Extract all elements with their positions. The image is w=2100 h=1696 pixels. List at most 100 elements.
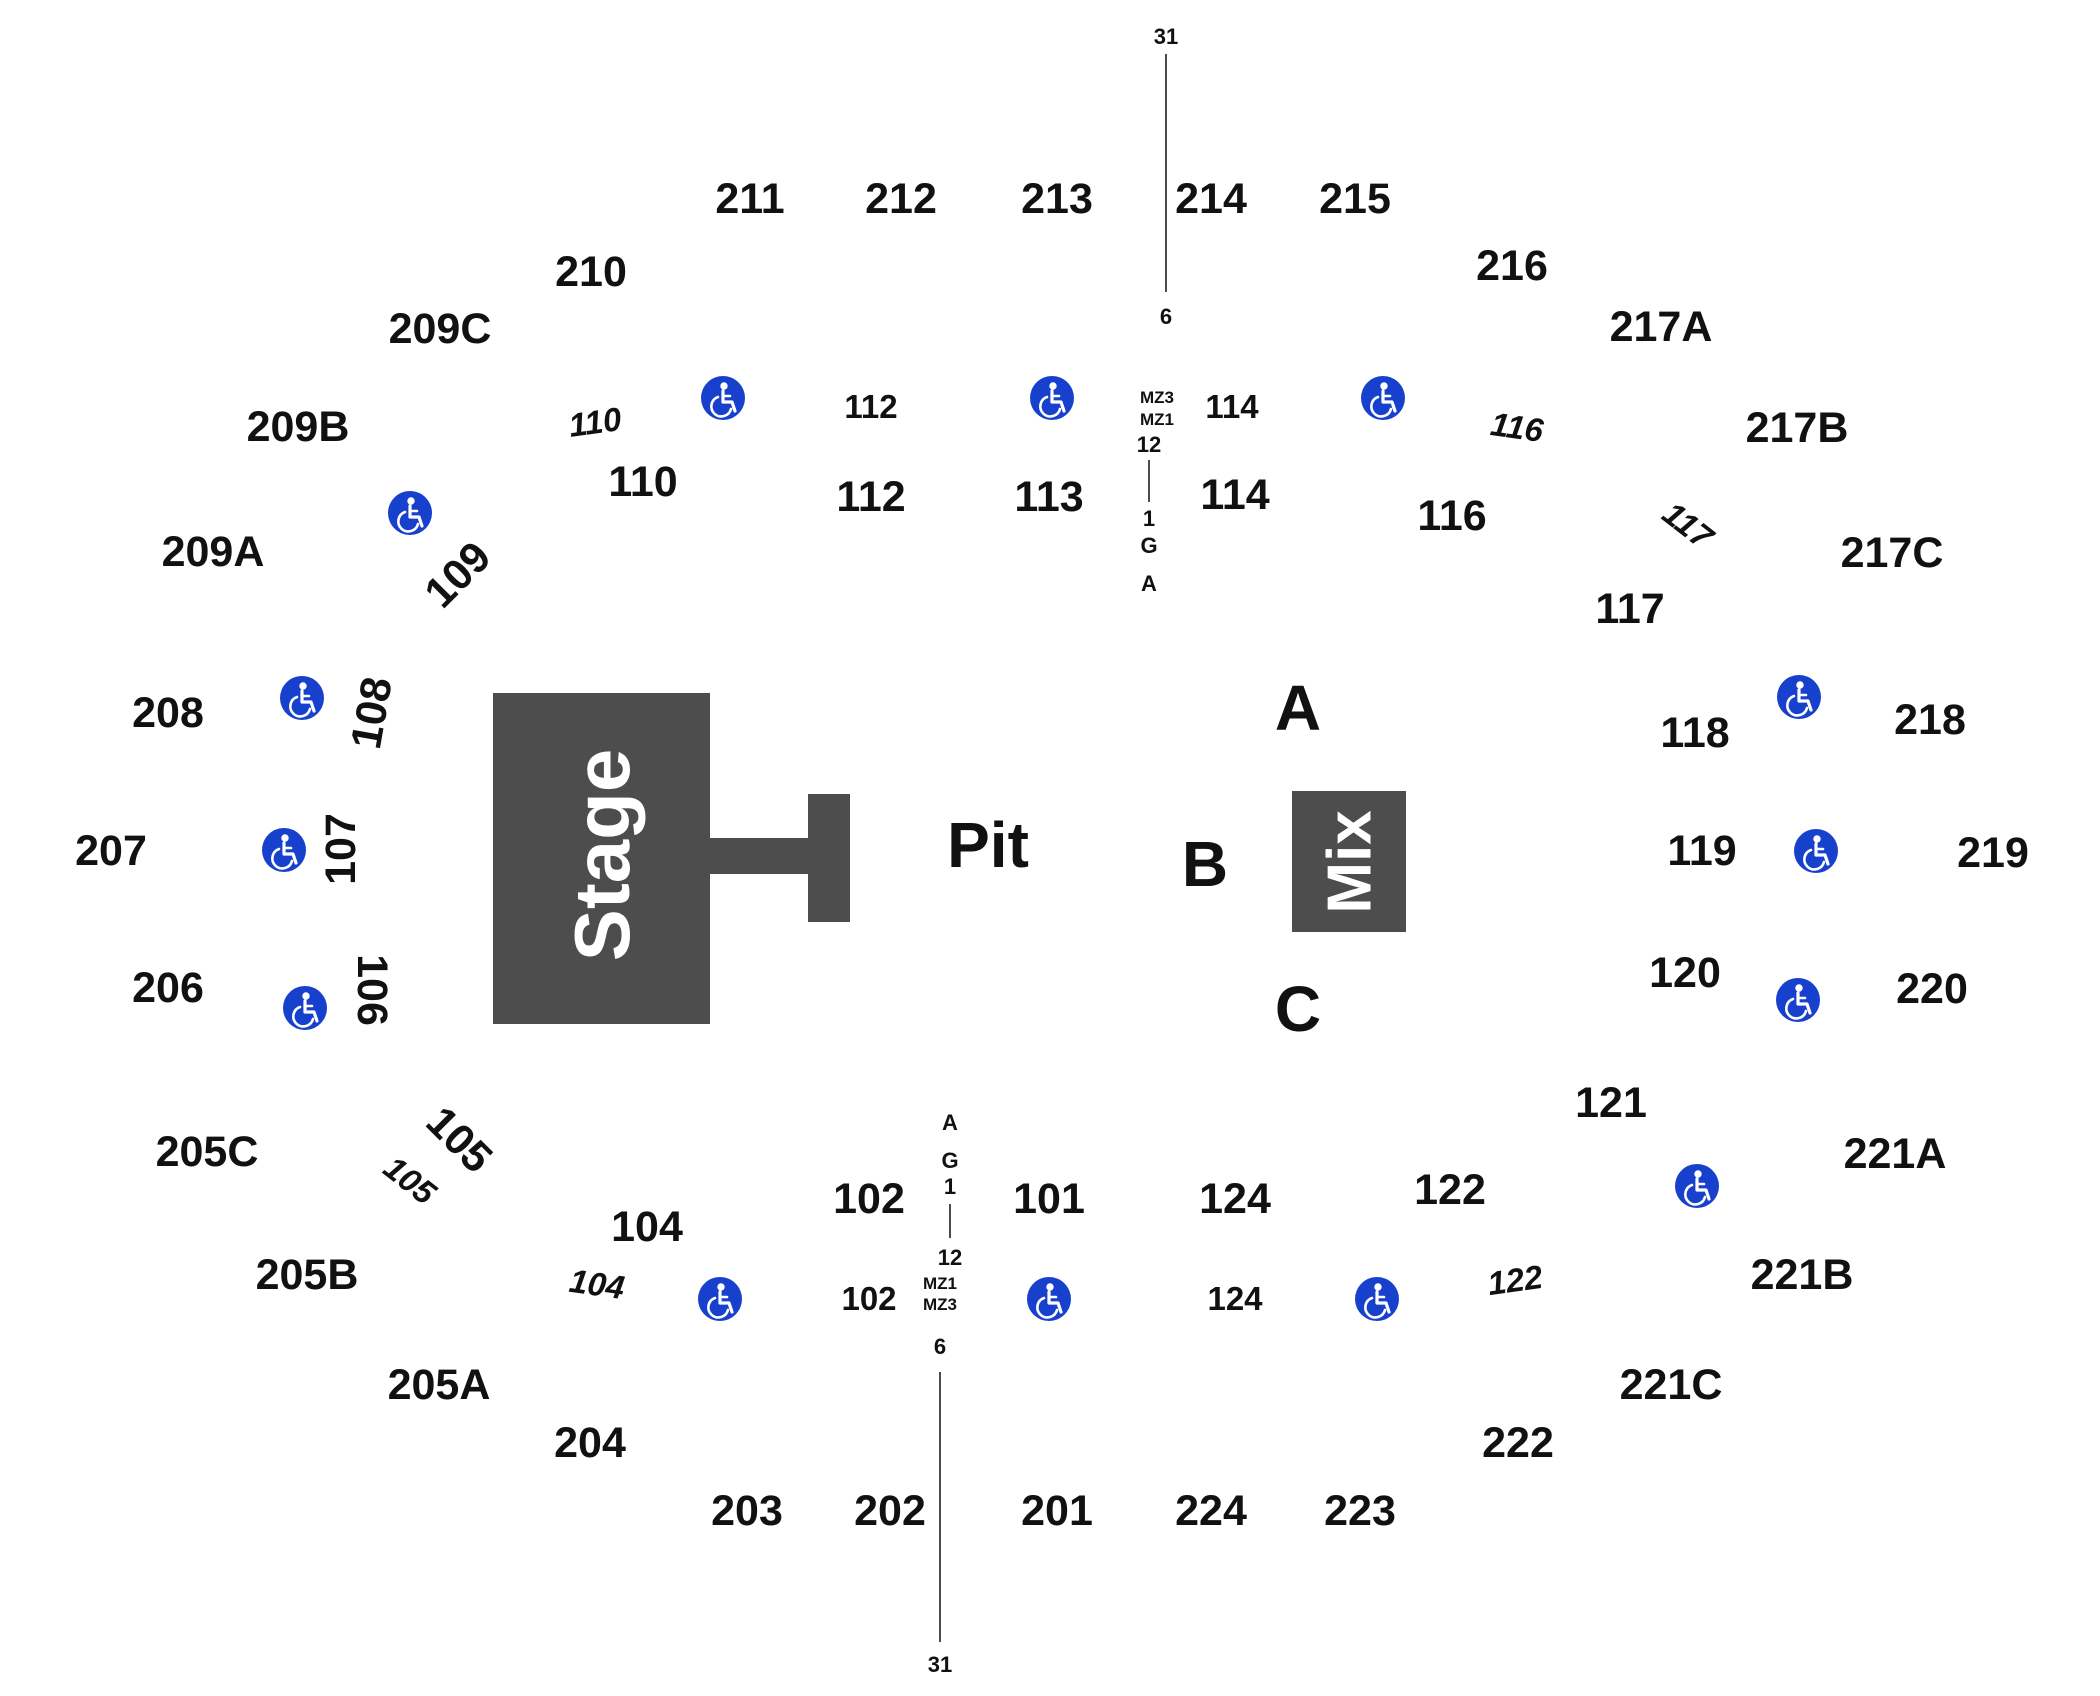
aisle-bottom-row-6: 6 [934, 1334, 946, 1359]
stage[interactable] [493, 693, 710, 1024]
inner-section-114[interactable]: 114 [1205, 388, 1259, 425]
section-223[interactable]: 223 [1324, 1487, 1396, 1535]
section-119[interactable]: 119 [1667, 827, 1736, 875]
section-118[interactable]: 118 [1660, 709, 1729, 757]
wheelchair-icon[interactable] [278, 674, 326, 722]
section-214[interactable]: 214 [1175, 175, 1247, 223]
inner-section-124[interactable]: 124 [1207, 1280, 1263, 1317]
upper-level: 211 212 213 214 215 216 217A 217B 217C 2… [75, 175, 2029, 1535]
section-109[interactable]: 109 [416, 533, 501, 618]
floor-section-c[interactable]: C [1275, 973, 1321, 1045]
section-204[interactable]: 204 [554, 1419, 626, 1467]
section-221a[interactable]: 221A [1844, 1130, 1947, 1178]
section-211[interactable]: 211 [715, 175, 784, 223]
section-124[interactable]: 124 [1199, 1175, 1271, 1223]
section-107[interactable]: 107 [317, 813, 365, 885]
inner-section-104[interactable]: 104 [567, 1262, 627, 1306]
wheelchair-icon[interactable] [386, 489, 434, 537]
section-220[interactable]: 220 [1896, 965, 1968, 1013]
floor-section-b[interactable]: B [1182, 828, 1228, 900]
section-110[interactable]: 110 [608, 458, 677, 506]
section-104[interactable]: 104 [611, 1203, 683, 1251]
wheelchair-icon[interactable] [260, 826, 308, 874]
section-210[interactable]: 210 [555, 248, 627, 296]
lower-level: 110 112 113 114 116 117 118 119 120 121 … [317, 458, 1737, 1251]
inner-section-110[interactable]: 110 [566, 400, 624, 444]
section-219[interactable]: 219 [1957, 829, 2029, 877]
section-217c[interactable]: 217C [1841, 529, 1944, 577]
section-209c[interactable]: 209C [389, 305, 492, 353]
section-101[interactable]: 101 [1013, 1175, 1085, 1223]
section-215[interactable]: 215 [1319, 175, 1391, 223]
aisle-bottom-a: A [942, 1110, 958, 1135]
section-217a[interactable]: 217A [1610, 303, 1713, 351]
section-114[interactable]: 114 [1200, 471, 1269, 519]
wheelchair-icon[interactable] [1774, 976, 1822, 1024]
wheelchair-icon[interactable] [1025, 1275, 1073, 1323]
aisle-top-row-12: 12 [1137, 432, 1161, 457]
section-102[interactable]: 102 [833, 1175, 905, 1223]
inner-section-122[interactable]: 122 [1485, 1258, 1545, 1302]
section-113[interactable]: 113 [1014, 473, 1083, 521]
section-207[interactable]: 207 [75, 827, 147, 875]
section-212[interactable]: 212 [865, 175, 937, 223]
section-203[interactable]: 203 [711, 1487, 783, 1535]
section-122[interactable]: 122 [1414, 1166, 1486, 1214]
section-108[interactable]: 108 [342, 674, 402, 753]
wheelchair-icon[interactable] [1792, 827, 1840, 875]
wheelchair-icon[interactable] [696, 1275, 744, 1323]
wheelchair-icon[interactable] [281, 984, 329, 1032]
aisle-top-a: A [1141, 571, 1157, 596]
section-221b[interactable]: 221B [1751, 1251, 1854, 1299]
stage-label: Stage [558, 749, 646, 961]
pit-label[interactable]: Pit [947, 809, 1029, 881]
floor-section-a[interactable]: A [1275, 672, 1321, 744]
section-221c[interactable]: 221C [1620, 1361, 1723, 1409]
inner-section-116[interactable]: 116 [1488, 405, 1546, 449]
inner-section-112[interactable]: 112 [844, 388, 897, 425]
section-105[interactable]: 105 [417, 1098, 502, 1183]
section-222[interactable]: 222 [1482, 1419, 1554, 1467]
section-209b[interactable]: 209B [247, 403, 350, 451]
section-224[interactable]: 224 [1175, 1487, 1247, 1535]
section-205c[interactable]: 205C [156, 1128, 259, 1176]
section-120[interactable]: 120 [1649, 949, 1721, 997]
wheelchair-icon[interactable] [1673, 1162, 1721, 1210]
wheelchair-icon[interactable] [1775, 673, 1823, 721]
inner-section-102[interactable]: 102 [841, 1280, 896, 1317]
mix-label: Mix [1316, 810, 1385, 914]
section-201[interactable]: 201 [1021, 1487, 1093, 1535]
section-217b[interactable]: 217B [1746, 404, 1849, 452]
section-216[interactable]: 216 [1476, 242, 1548, 290]
aisle-top-row-31: 31 [1154, 24, 1178, 49]
section-112[interactable]: 112 [836, 473, 905, 521]
stage-runway [708, 838, 808, 874]
aisle-top-mz1: MZ1 [1140, 410, 1174, 429]
section-117[interactable]: 117 [1595, 585, 1664, 633]
inner-section-117[interactable]: 117 [1656, 494, 1722, 557]
wheelchair-icon[interactable] [1353, 1275, 1401, 1323]
section-116[interactable]: 116 [1417, 492, 1486, 540]
wheelchair-icon[interactable] [1028, 374, 1076, 422]
section-206[interactable]: 206 [132, 964, 204, 1012]
section-106[interactable]: 106 [348, 954, 396, 1026]
aisle-bottom: A G 1 12 MZ1 MZ3 6 31 [923, 1110, 962, 1677]
section-218[interactable]: 218 [1894, 696, 1966, 744]
aisle-bottom-mz3: MZ3 [923, 1295, 957, 1314]
inner-section-105[interactable]: 105 [377, 1148, 444, 1211]
section-209a[interactable]: 209A [162, 528, 265, 576]
section-213[interactable]: 213 [1021, 175, 1093, 223]
aisle-bottom-mz1: MZ1 [923, 1274, 957, 1293]
aisle-bottom-row-31: 31 [928, 1652, 952, 1677]
section-202[interactable]: 202 [854, 1487, 926, 1535]
section-205a[interactable]: 205A [388, 1361, 491, 1409]
aisle-bottom-row-1: 1 [944, 1174, 956, 1199]
aisle-top-mz3: MZ3 [1140, 388, 1174, 407]
section-208[interactable]: 208 [132, 689, 204, 737]
aisle-top-g: G [1140, 533, 1157, 558]
wheelchair-icon[interactable] [699, 374, 747, 422]
section-121[interactable]: 121 [1575, 1079, 1647, 1127]
section-205b[interactable]: 205B [256, 1251, 359, 1299]
wheelchair-icon[interactable] [1359, 374, 1407, 422]
